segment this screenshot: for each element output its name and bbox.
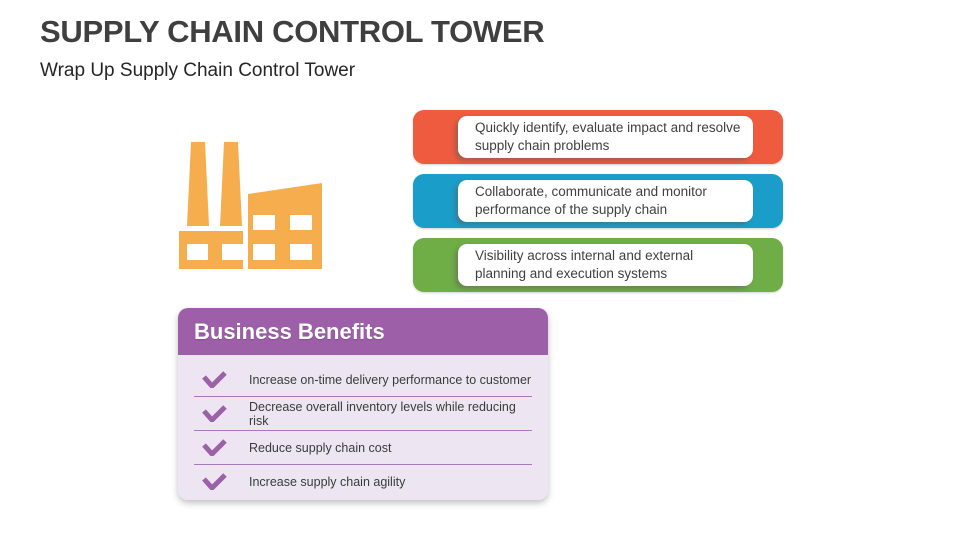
callout-collaborate: Collaborate, communicate and monitor per… [413, 174, 783, 228]
benefit-text: Decrease overall inventory levels while … [249, 399, 516, 428]
benefit-text: Increase supply chain agility [249, 474, 406, 489]
page-subtitle: Wrap Up Supply Chain Control Tower [40, 60, 356, 81]
benefits-body: Increase on-time delivery performance to… [178, 355, 548, 500]
callout-list: Quickly identify, evaluate impact and re… [413, 110, 783, 302]
benefits-header: Business Benefits [178, 308, 548, 355]
benefit-text: Reduce supply chain cost [249, 440, 392, 455]
callout-text: Collaborate, communicate and monitor per… [475, 184, 707, 217]
callout-visibility: Visibility across internal and external … [413, 238, 783, 292]
check-icon [202, 439, 227, 456]
callout-inner-card: Collaborate, communicate and monitor per… [458, 180, 753, 222]
benefit-row: Increase supply chain agility [194, 465, 532, 498]
check-icon [202, 405, 227, 422]
benefits-title: Business Benefits [194, 318, 385, 344]
benefit-text: Increase on-time delivery performance to… [249, 372, 532, 387]
callout-text: Quickly identify, evaluate impact and re… [475, 120, 741, 153]
callout-inner-card: Visibility across internal and external … [458, 244, 753, 286]
check-icon [202, 371, 227, 388]
business-benefits-panel: Business Benefits Increase on-time deliv… [178, 308, 548, 500]
callout-inner-card: Quickly identify, evaluate impact and re… [458, 116, 753, 158]
callout-text: Visibility across internal and external … [475, 248, 694, 281]
factory-icon [179, 142, 322, 269]
benefit-row: Reduce supply chain cost [194, 431, 532, 465]
benefit-row: Decrease overall inventory levels while … [194, 397, 532, 431]
check-icon [202, 473, 227, 490]
callout-problems: Quickly identify, evaluate impact and re… [413, 110, 783, 164]
benefit-row: Increase on-time delivery performance to… [194, 363, 532, 397]
page-title: SUPPLY CHAIN CONTROL TOWER [40, 14, 545, 49]
